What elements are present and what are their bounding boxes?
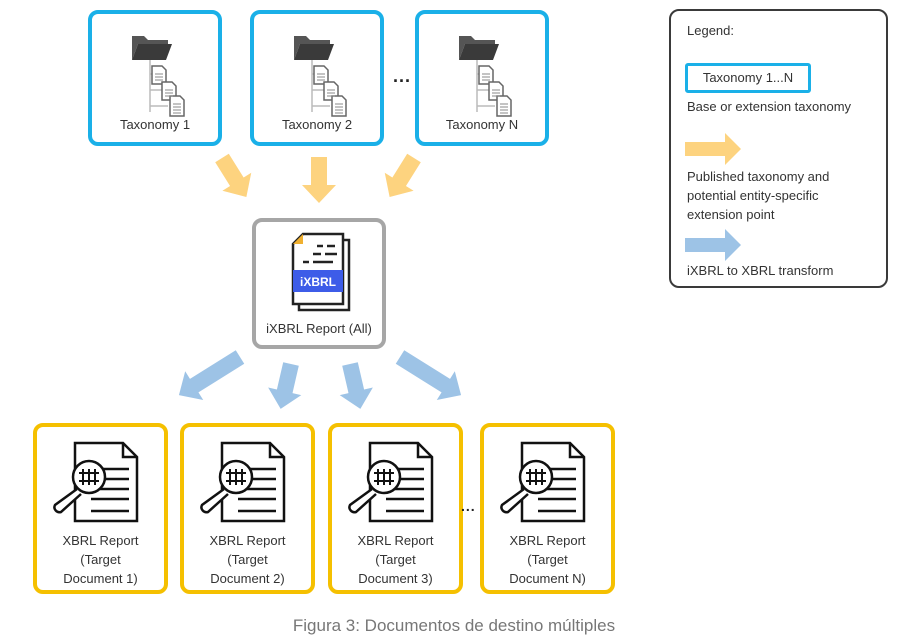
published-arrow-1: [207, 148, 261, 207]
target-box-1: XBRL Report (Target Document 1): [33, 423, 168, 594]
legend-taxonomy-sample: Taxonomy 1...N: [685, 63, 811, 93]
folder-tree-icon: [459, 36, 512, 117]
taxonomy-ellipsis: ...: [393, 66, 412, 86]
legend-published-desc-1: Published taxonomy and: [687, 169, 830, 184]
legend-taxonomy-desc: Base or extension taxonomy: [687, 99, 852, 114]
published-arrows: [207, 148, 429, 207]
taxonomy-box-1: Taxonomy 1: [88, 10, 222, 146]
target-label-line-2: (Target: [227, 552, 268, 567]
transform-arrow-4: [390, 342, 471, 410]
taxonomy-box-2: Taxonomy 2: [250, 10, 384, 146]
legend-published-desc-2: potential entity-specific: [687, 188, 819, 203]
legend-published-arrow-icon: [685, 133, 741, 165]
target-label: XBRL Report (Target Document 1): [37, 531, 164, 588]
target-label-line-2: (Target: [375, 552, 416, 567]
target-ellipsis: ...: [461, 498, 476, 514]
transform-arrow-1: [169, 342, 250, 410]
published-arrow-3: [375, 148, 429, 207]
target-label-line-1: XBRL Report: [62, 533, 139, 548]
transform-arrow-3: [333, 360, 377, 413]
transform-arrow-2: [264, 360, 308, 413]
taxonomy-box-n: Taxonomy N: [415, 10, 549, 146]
target-label-line-2: (Target: [527, 552, 568, 567]
ixbrl-report-label: iXBRL Report (All): [266, 321, 372, 336]
folder-tree-icon: [132, 36, 185, 117]
target-label-line-3: Document 1): [63, 571, 138, 586]
document-magnifier-icon: [348, 441, 434, 523]
legend-title: Legend:: [687, 23, 734, 38]
published-arrow-2: [302, 157, 336, 203]
ixbrl-document-icon: iXBRL: [291, 232, 351, 312]
target-box-2: XBRL Report (Target Document 2): [180, 423, 315, 594]
legend: Legend: Taxonomy 1...N Base or extension…: [669, 9, 888, 288]
ixbrl-badge: iXBRL: [300, 275, 336, 289]
taxonomy-label: Taxonomy 1: [119, 117, 191, 132]
target-label-line-3: Document N): [509, 571, 586, 586]
target-label: XBRL Report (Target Document 3): [332, 531, 459, 588]
legend-transform-arrow-icon: [685, 229, 741, 261]
figure-caption: Figura 3: Documentos de destino múltiple…: [292, 616, 616, 635]
folder-tree-icon: [294, 36, 347, 117]
taxonomy-label: Taxonomy 2: [281, 117, 353, 132]
target-box-n: XBRL Report (Target Document N): [480, 423, 615, 594]
target-box-3: XBRL Report (Target Document 3): [328, 423, 463, 594]
legend-transform-desc: iXBRL to XBRL transform: [687, 263, 834, 278]
target-label-line-3: Document 3): [358, 571, 433, 586]
target-label-line-1: XBRL Report: [509, 533, 586, 548]
target-label: XBRL Report (Target Document 2): [184, 531, 311, 588]
document-magnifier-icon: [53, 441, 139, 523]
target-label-line-3: Document 2): [210, 571, 285, 586]
target-label-line-1: XBRL Report: [357, 533, 434, 548]
ixbrl-report-box: iXBRL iXBRL Report (All): [252, 218, 386, 349]
target-label-line-1: XBRL Report: [209, 533, 286, 548]
document-magnifier-icon: [200, 441, 286, 523]
target-label-line-2: (Target: [80, 552, 121, 567]
taxonomy-label: Taxonomy N: [445, 117, 519, 132]
transform-arrows: [169, 342, 471, 413]
target-label: XBRL Report (Target Document N): [484, 531, 611, 588]
legend-published-desc-3: extension point: [687, 207, 775, 222]
document-magnifier-icon: [500, 441, 586, 523]
